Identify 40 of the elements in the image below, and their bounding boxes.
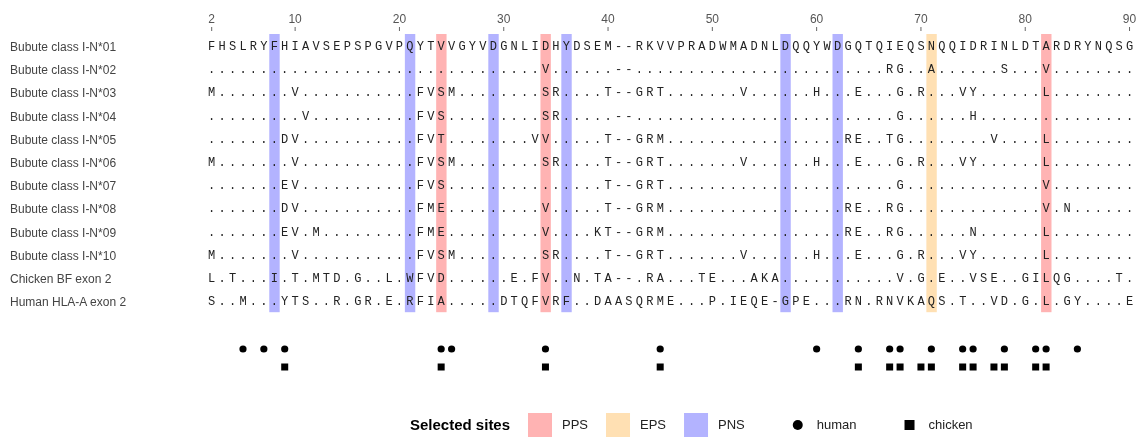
axis-tick-label: 20 — [392, 12, 407, 26]
sequence-name: Bubute class I-N*03 — [10, 86, 117, 101]
sequence-row: .......EV.M.........FME.........V....KT--GRM.................RE..RG......N......L........ — [208, 225, 1137, 240]
axis-tick-label: 30 — [497, 12, 511, 26]
sequence-row: M.......V...........FVSM........SR....T--GRT.......V......H...E...G.R...VY......L........ — [208, 86, 1137, 101]
legend-label: EPS — [640, 417, 667, 432]
legend-label: PPS — [562, 417, 588, 432]
sequence-row: .........V..........FVS.........SR.....--.........................G......H............... — [208, 109, 1137, 124]
legend-label: PNS — [718, 417, 745, 432]
sequence-row: M.......V...........FVSM........SR....T--GRT.......V......H...E...G.R...VY......L........ — [208, 248, 1137, 263]
sequence-row: .......EV...........FVS...............T--GRT......................G.............V........ — [208, 179, 1137, 194]
sequence-name: Bubute class I-N*09 — [10, 225, 117, 240]
axis-tick-label: 60 — [809, 12, 824, 26]
sequence-name: Bubute class I-N*04 — [10, 109, 117, 124]
sequence-row: S..M...YTS..R.GR.E.RFIA.....DTQFVRF..DAASQRME...P.IEQE-GPE...RN.RNVKAQS.T..VD.G.L.GY....E — [208, 295, 1137, 310]
sequence-name: Chicken BF exon 2 — [10, 272, 112, 286]
sequence-row: .......DV...........FVT........VV.....T--GRM.................RE..TG........V....L........ — [208, 132, 1137, 147]
axis-tick-label: 2 — [208, 12, 216, 26]
sequence-row: L.T...I.T.MTD.G..L.WFVD......E.FV..N.TA--.RA...TE...AKA...........V.G.E..VSE..GILQG....T. — [208, 272, 1137, 286]
sequence-row: ................................V......--........................RG..A......S...V........ — [208, 63, 1137, 78]
legend-title: Selected sites — [410, 416, 511, 433]
sequence-name: Human HLA-A exon 2 — [10, 295, 127, 310]
axis-tick-label: 50 — [705, 12, 719, 26]
axis-tick-label: 70 — [914, 12, 928, 26]
axis-tick-label: 10 — [288, 12, 302, 26]
axis-tick-label: 90 — [1122, 12, 1137, 26]
sequence-name: Bubute class I-N*05 — [10, 132, 117, 147]
sequence-name: Bubute class I-N*02 — [10, 63, 117, 78]
sequence-row: .......DV...........FME.........V.....T--GRM.................RE..RG.............V.N...... — [208, 202, 1137, 217]
sequence-row: M.......V...........FVSM........SR....T--GRT.......V......H...E...G.R...VY......L........ — [208, 156, 1137, 170]
legend-label: chicken — [928, 417, 973, 432]
sequence-name: Bubute class I-N*06 — [10, 156, 117, 170]
axis-tick-label: 40 — [601, 12, 615, 26]
legend-label: human — [816, 417, 857, 432]
sequence-name: Bubute class I-N*08 — [10, 202, 117, 217]
sequence-name: Bubute class I-N*07 — [10, 179, 117, 194]
sequence-name: Bubute class I-N*01 — [10, 40, 117, 54]
axis-tick-label: 80 — [1018, 12, 1032, 26]
sequence-name: Bubute class I-N*10 — [10, 248, 117, 263]
sequence-row: FHSLRYFHIAVSEPSPGVPQYTVVGYVDGNLIDHYDSEM--RKVVPRADWMADNLDQQYWDGQTQIEQSNQQIDRINLDTARDRYNQSG — [208, 40, 1137, 54]
